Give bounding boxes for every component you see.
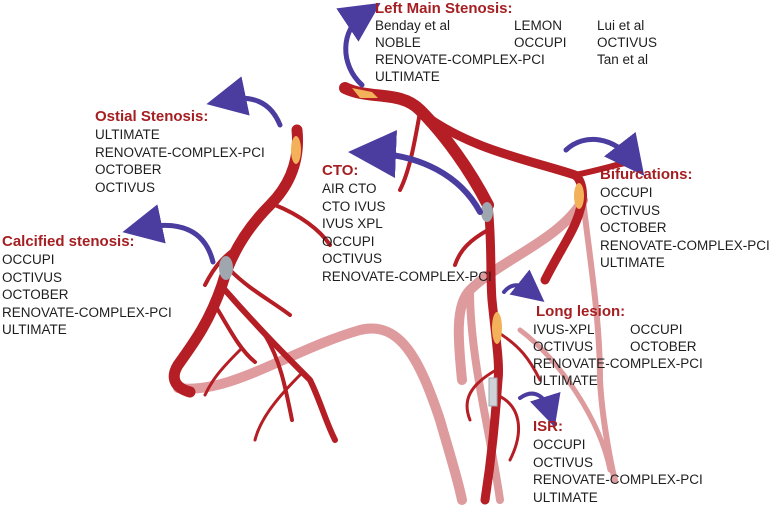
cto-section: CTO: AIR CTO CTO IVUS IVUS XPL OCCUPI OC… bbox=[322, 162, 492, 285]
study-label: OCCUPI bbox=[600, 185, 653, 200]
calcified-title: Calcified stenosis: bbox=[2, 233, 135, 250]
study-label: OCTOBER bbox=[95, 162, 162, 177]
study-label: ULTIMATE bbox=[533, 373, 598, 388]
curved-arrow-icon bbox=[348, 130, 483, 215]
study-label: RENOVATE-COMPLEX-PCI bbox=[2, 304, 172, 320]
study-label: LEMON bbox=[514, 18, 563, 33]
curved-arrow-icon bbox=[502, 269, 545, 302]
study-label: OCTIVUS bbox=[597, 35, 658, 50]
study-label: CTO IVUS bbox=[322, 198, 386, 214]
long-lesion-title: Long lesion: bbox=[536, 303, 626, 320]
study-label: OCCUPI bbox=[2, 252, 55, 267]
faded-vessels bbox=[173, 195, 618, 505]
study-label: RENOVATE-COMPLEX-PCI bbox=[375, 52, 545, 67]
study-label: ULTIMATE bbox=[600, 255, 665, 270]
study-label: RENOVATE-COMPLEX-PCI bbox=[533, 472, 703, 487]
study-label: OCCUPI bbox=[514, 35, 567, 50]
lesion-markers bbox=[219, 88, 584, 407]
bifurcation-lesion bbox=[574, 183, 584, 209]
study-label: OCCUPI bbox=[322, 233, 375, 249]
curved-arrow-icon bbox=[336, 2, 381, 88]
study-label: Benday et al bbox=[375, 18, 451, 33]
study-label: Tan et al bbox=[597, 52, 649, 67]
study-label: OCTIVUS bbox=[322, 251, 383, 266]
left-main-title: Left Main Stenosis: bbox=[375, 0, 513, 17]
study-label: OCTIVUS bbox=[95, 179, 156, 195]
curved-arrow-icon bbox=[206, 76, 283, 128]
study-label: ULTIMATE bbox=[375, 69, 440, 84]
calcified-section: Calcified stenosis: OCCUPI OCTIVUS OCTOB… bbox=[2, 233, 172, 339]
left-main-section: Left Main Stenosis: bbox=[375, 0, 513, 18]
calcified-lesion bbox=[219, 256, 233, 280]
bifurcations-title: Bifurcations: bbox=[600, 166, 693, 183]
study-label: NOBLE bbox=[375, 35, 421, 50]
ostial-section: Ostial Stenosis: ULTIMATE RENOVATE-COMPL… bbox=[95, 108, 265, 196]
study-label: AIR CTO bbox=[322, 181, 377, 196]
study-label: RENOVATE-COMPLEX-PCI bbox=[600, 237, 770, 253]
left-main-lesion bbox=[352, 88, 378, 98]
study-label: RENOVATE-COMPLEX-PCI bbox=[322, 268, 492, 284]
study-label: OCTOBER bbox=[630, 339, 697, 354]
study-label: OCTIVUS bbox=[600, 202, 661, 218]
study-label: RENOVATE-COMPLEX-PCI bbox=[533, 356, 703, 371]
study-label: IVUS-XPL bbox=[533, 322, 595, 337]
study-label: IVUS XPL bbox=[322, 216, 383, 231]
bifurcations-section: Bifurcations: OCCUPI OCTIVUS OCTOBER REN… bbox=[600, 166, 770, 272]
study-label: OCTOBER bbox=[600, 220, 667, 235]
study-label: Lui et al bbox=[597, 18, 645, 33]
isr-title: ISR: bbox=[533, 418, 563, 435]
study-label: OCTOBER bbox=[2, 287, 69, 302]
cto-occlusion bbox=[481, 202, 493, 222]
long-lesion-marker bbox=[492, 312, 502, 344]
study-label: ULTIMATE bbox=[533, 489, 598, 505]
study-label: RENOVATE-COMPLEX-PCI bbox=[95, 144, 265, 160]
ostial-lesion bbox=[291, 136, 301, 164]
curved-arrow-icon bbox=[122, 204, 216, 265]
curved-arrows bbox=[122, 2, 645, 428]
study-label: ULTIMATE bbox=[95, 127, 160, 142]
study-label: ULTIMATE bbox=[2, 322, 67, 337]
study-label: OCCUPI bbox=[533, 437, 586, 452]
isr-stent bbox=[488, 377, 498, 407]
cto-title: CTO: bbox=[322, 162, 359, 179]
curved-arrow-icon bbox=[518, 391, 561, 428]
study-label: OCTIVUS bbox=[2, 269, 63, 285]
study-label: OCTIVUS bbox=[533, 454, 594, 470]
study-label: OCTIVUS bbox=[533, 339, 594, 354]
curved-arrow-icon bbox=[563, 131, 645, 176]
study-label: OCCUPI bbox=[630, 322, 683, 337]
isr-section: ISR: OCCUPI OCTIVUS RENOVATE-COMPLEX-PCI… bbox=[533, 418, 703, 506]
ostial-title: Ostial Stenosis: bbox=[95, 108, 209, 125]
